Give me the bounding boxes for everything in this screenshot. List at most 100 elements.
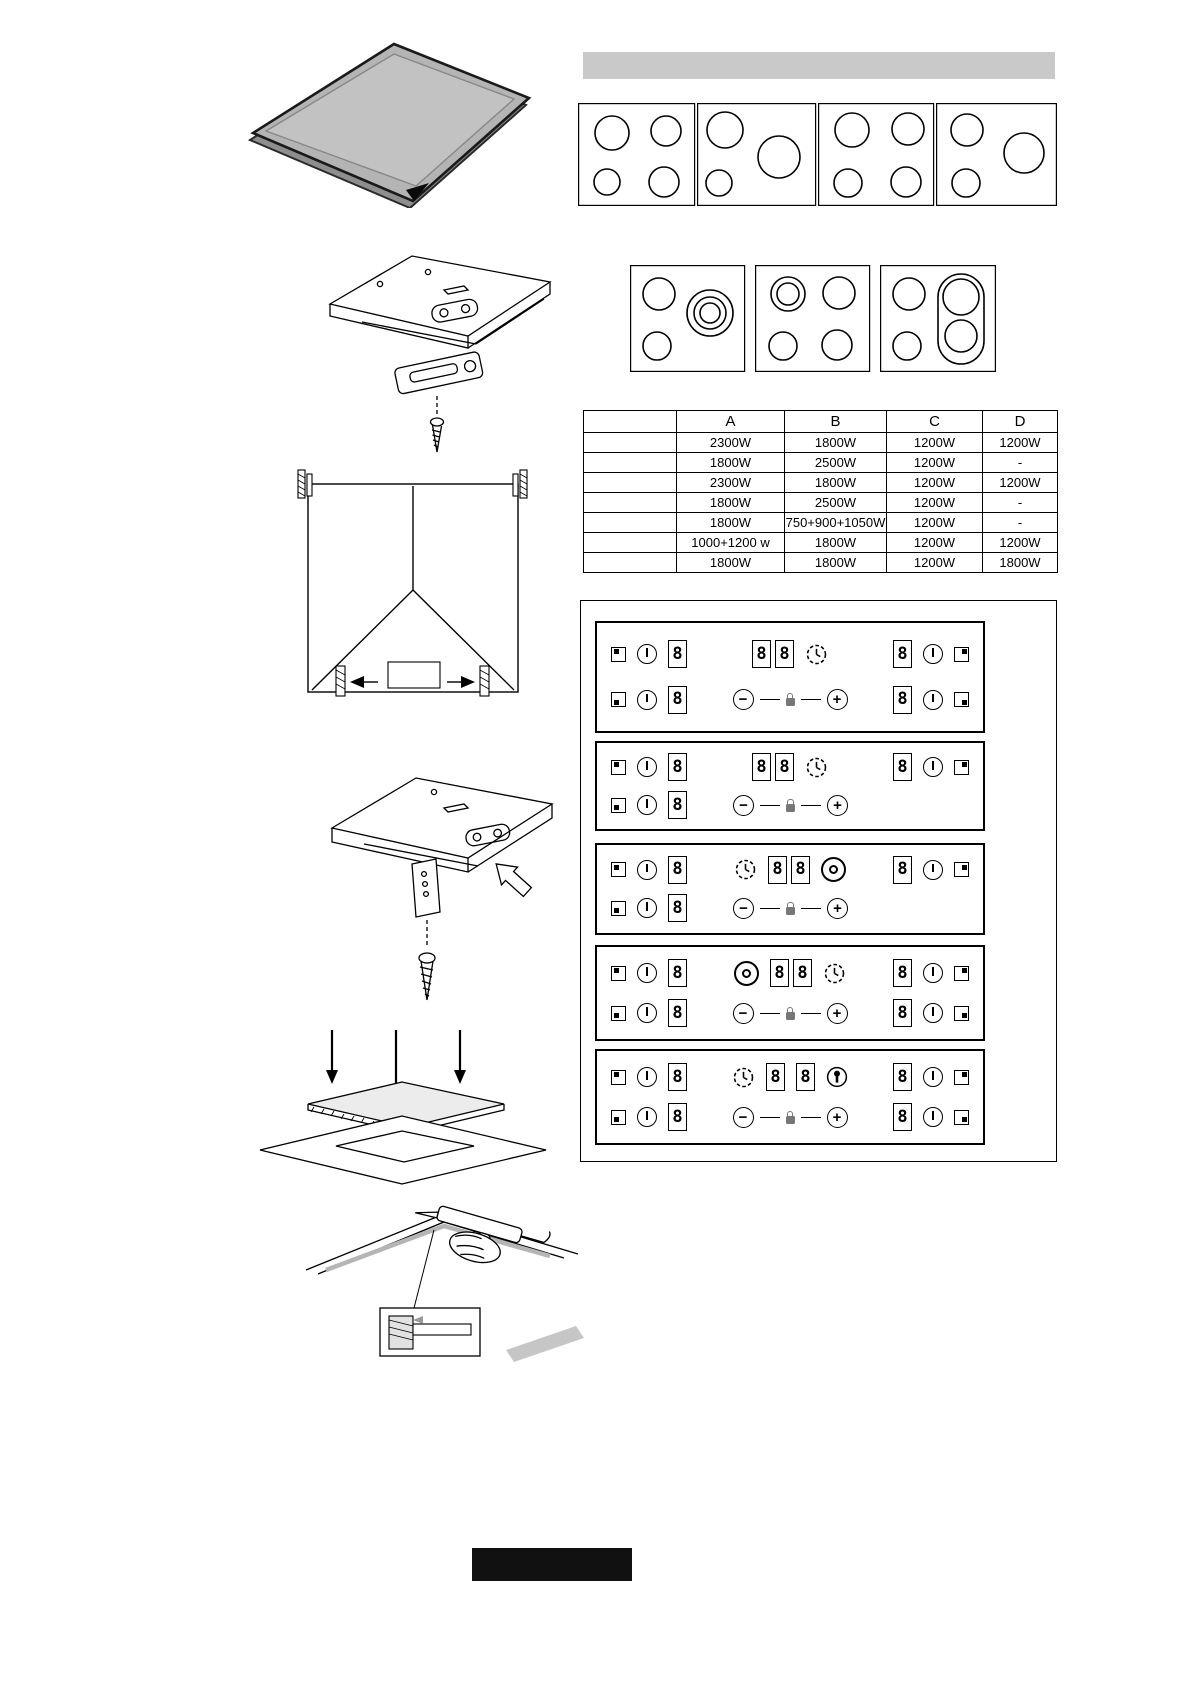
control-panel-variant-4: 8 8 8 8 [595,945,985,1041]
table-row: 1800W 2500W 1200W - [583,492,1058,513]
power-icon [923,963,943,983]
power-level-display: 8 [893,1103,912,1131]
power-level-display: 8 [668,999,687,1027]
fixing-plate [431,298,479,323]
hob-layout-frames [630,265,996,372]
power-icon [637,644,657,665]
leader-line [413,1229,435,1309]
timer-icon [806,757,827,777]
installation-bracket-diagram [328,255,552,453]
table-row: 1800W 750+900+1050W 1200W - [583,512,1058,533]
fixing-plate [465,823,511,847]
timer-display: 8 [752,640,771,669]
zone-select-icon [954,646,969,662]
minus-button: − [732,1106,754,1128]
table-row: 1800W 2500W 1200W - [583,452,1058,473]
lock-icon [786,798,795,812]
hob-layouts-row-2 [630,265,996,372]
hob-layout-zones [593,111,1045,198]
installation-screw-diagram [330,777,554,1001]
power-icon [637,1003,657,1023]
plus-button: + [826,1002,848,1024]
power-table: A B C D 2300W 1800W 1200W 1200W 1800W 25… [583,410,1058,573]
zone-select-icon [611,759,626,775]
zone-select-icon [954,862,969,878]
power-icon [923,1003,943,1023]
zone-select-icon [611,900,626,916]
table-row: 1000+1200 w 1800W 1200W 1200W [583,532,1058,553]
zone-select-icon [611,1005,626,1021]
zone-select-icon [611,1069,626,1085]
control-row: 8 8 8 8 [597,959,983,987]
zone-select-icon [611,692,626,708]
control-row: 8 8 8 8 [597,753,983,781]
dual-zone-icon [734,960,759,986]
worktop-panel [330,777,554,859]
minus-button: − [733,897,754,919]
control-row: 8 − + 8 [597,1103,983,1131]
divider-line [801,804,821,806]
power-level-display: 8 [893,1063,912,1091]
lock-icon [785,693,795,707]
panel-clips-diagram [297,469,528,697]
control-row: 8 − + 8 [597,999,983,1027]
power-icon [923,1107,943,1127]
divider-line [759,1116,780,1118]
minus-button: − [732,689,754,711]
hob-layouts-row-1 [578,103,1057,206]
power-level-display: 8 [893,999,912,1027]
divider-line [800,1116,821,1118]
col-header-a: A [676,410,785,433]
hob-layout-frames [578,103,1057,206]
timer-display: 8 [768,855,787,884]
control-panel-variant-2: 8 8 8 8 [595,741,985,831]
power-level-display: 8 [668,685,687,714]
power-icon [637,1107,657,1127]
zone-select-icon [954,1069,969,1085]
divider-line [759,699,780,701]
col-header-b: B [784,410,887,433]
power-icon [637,1067,657,1087]
mounting-bracket [394,351,484,395]
col-header-c: C [886,410,983,433]
worktop-edges [331,788,553,873]
table-header-row: A B C D [583,410,1058,433]
mounting-bracket [411,858,441,918]
clip-arrows [350,676,475,688]
power-icon [923,689,943,710]
table-row: 1800W 1800W 1200W 1800W [583,552,1058,573]
power-icon [923,644,943,665]
control-panel-variant-1: 8 8 8 8 [595,621,985,733]
power-icon [637,757,657,777]
footer-black-bar [472,1548,632,1581]
timer-icon [824,963,845,983]
power-level-display: 8 [893,855,912,884]
plus-button: + [826,689,848,711]
zone-select-icon [611,1109,626,1125]
plus-button: + [827,794,848,816]
cooktop-glass-inner [264,53,516,187]
control-row: 8 − + 8 [597,685,983,714]
timer-display: 8 [770,959,789,987]
table-row: 2300W 1800W 1200W 1200W [583,432,1058,453]
timer-display: 8 [752,753,771,781]
control-panel-variant-5: 8 8 8 8 [595,1049,985,1145]
panel-edge [305,1213,579,1275]
divider-line [800,1012,821,1014]
screw-icon [429,396,445,453]
timer-display: 8 [796,1063,815,1091]
control-row: 8 − + [597,791,983,819]
zone-select-icon [611,646,626,662]
divider-line [760,907,780,909]
sealant-application-diagram [305,1205,584,1362]
divider-line [760,804,780,806]
worktop-cutout [259,1115,547,1185]
power-level-display: 8 [668,959,687,987]
divider-line [800,699,821,701]
zone-select-icon [611,862,626,878]
label-box [387,661,441,689]
zone-select-icon [611,965,626,981]
power-level-display: 8 [893,685,912,714]
timer-icon [733,1067,754,1087]
lock-icon [786,901,795,915]
